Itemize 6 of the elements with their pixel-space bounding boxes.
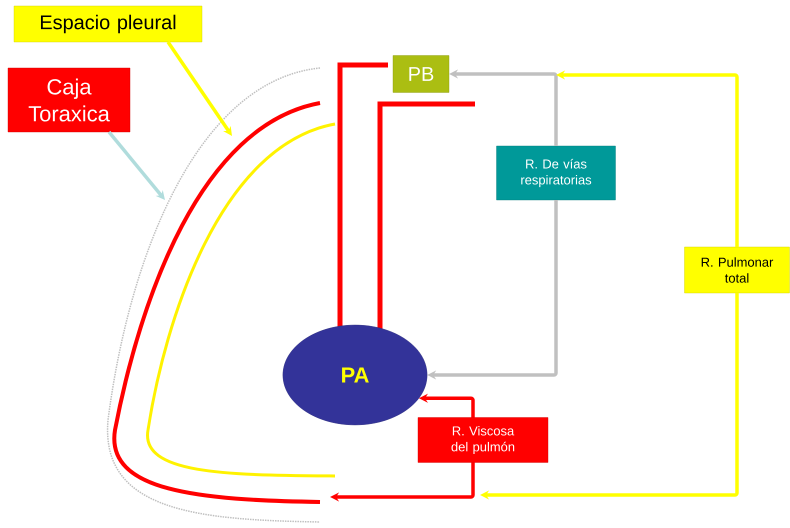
label-box: PB [392, 55, 450, 93]
label-box: R. Pulmonar total [684, 246, 790, 294]
label-box: R. Viscosa del pulmón [418, 417, 548, 463]
label-box: Caja Toraxica [8, 68, 130, 132]
label-box: Espacio pleural [14, 6, 202, 42]
label-box: R. De vías respiratorias [496, 146, 616, 200]
